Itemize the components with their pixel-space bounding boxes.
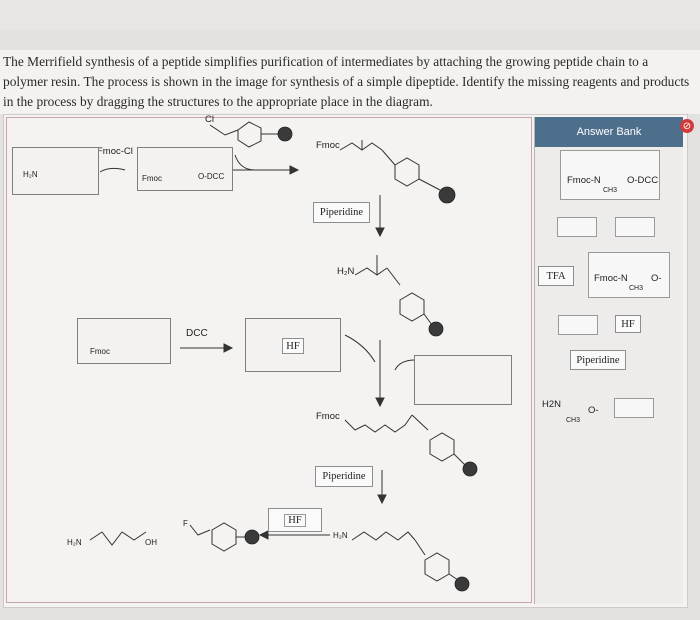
cl-label: Cl [205, 114, 214, 125]
dcc-label: DCC [186, 328, 208, 339]
piperidine-box-2[interactable]: Piperidine [315, 466, 373, 487]
bank-empty-slot-4[interactable] [614, 398, 654, 418]
bank-item-4-main: Fmoc-N [594, 273, 628, 284]
bank-item-4-tail: O- [651, 273, 662, 284]
bank-item-tfa[interactable]: TFA [538, 266, 574, 286]
bank-item-0-tail: O-DCC [627, 175, 659, 186]
bank-item-8-tail: O- [588, 405, 599, 416]
resin-linker [209, 124, 239, 136]
resin-bead [462, 461, 478, 477]
bank-empty-slot-1[interactable] [557, 217, 597, 237]
resin-bead [428, 321, 444, 337]
activated-tail-label: O-DCC [198, 172, 225, 181]
final-dipeptide-chain [89, 531, 147, 546]
fmoc-gly-chain [339, 142, 383, 151]
final-nh2-label: H₂N [67, 538, 82, 547]
bank-item-8-sub: CH3 [566, 417, 581, 424]
activated-fmoc-label: Fmoc [142, 174, 162, 183]
bank-item-fmoc-ala-odcc[interactable]: Fmoc-N O-DCC CH3 [560, 150, 660, 200]
bank-item-0-main: Fmoc-N [567, 175, 601, 186]
deprot-dipeptide-chain [351, 531, 416, 541]
fmoc-cl-reagent: Fmoc-Cl [97, 146, 133, 157]
bank-item-8-main: H2N [542, 399, 562, 410]
answer-bank-header: Answer Bank [535, 117, 683, 147]
bank-empty-slot-3[interactable] [558, 315, 598, 335]
bank-item-hf[interactable]: HF [615, 315, 641, 333]
question-text: The Merrifield synthesis of a peptide si… [3, 54, 690, 109]
bank-item-ala-anion[interactable]: H2N O- CH3 [535, 378, 607, 430]
hf-box-2[interactable]: HF [268, 508, 322, 532]
bank-item-piperidine[interactable]: Piperidine [570, 350, 626, 370]
activated-fmoc-gly-box[interactable]: Fmoc O-DCC [137, 147, 233, 191]
step1-fmoc-label: Fmoc [316, 140, 340, 151]
dcu-byproduct-box [414, 355, 512, 405]
bank-item-fmoc-ala-anion[interactable]: Fmoc-N O- CH3 [588, 252, 670, 298]
resin-bead [244, 529, 260, 545]
resin-nh2-label: H₂N [333, 531, 348, 540]
top-band [0, 0, 700, 30]
deprot-amine-label: H₂N [337, 266, 355, 277]
dipeptide-chain [344, 414, 413, 433]
left-box-fmoc-label: Fmoc [90, 347, 110, 356]
bank-item-0-sub: CH3 [603, 187, 618, 194]
final-oh-label: OH [145, 538, 157, 547]
fmoc-amino-acid-box[interactable]: Fmoc [77, 318, 171, 364]
bank-item-4-sub: CH3 [629, 285, 644, 292]
question-panel: The Merrifield synthesis of a peptide si… [0, 50, 700, 114]
diagram-frame [6, 117, 532, 603]
hf-box-2-label: HF [284, 513, 306, 527]
final-f-label: F [183, 519, 188, 528]
hf-box-1[interactable]: HF [282, 338, 304, 354]
bank-empty-slot-2[interactable] [615, 217, 655, 237]
resin-bead [277, 126, 293, 142]
start-amino-acid-box: H₂N [12, 147, 99, 195]
piperidine-box-1[interactable]: Piperidine [313, 202, 370, 223]
gly-resin-chain [354, 267, 388, 276]
resin-beads [244, 126, 478, 592]
dipeptide-fmoc-label: Fmoc [316, 411, 340, 422]
start-nh2-label: H₂N [23, 170, 38, 179]
resin-bead [438, 186, 456, 204]
close-icon[interactable]: ⊘ [680, 119, 694, 133]
resin-bead [454, 576, 470, 592]
resin-benzene [237, 121, 262, 148]
